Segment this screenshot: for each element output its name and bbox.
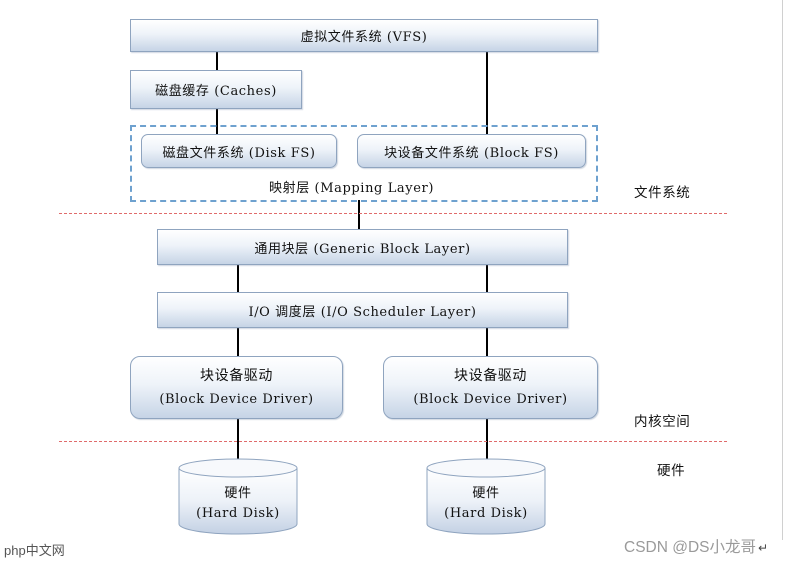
hard-disk-left-line2: (Hard Disk) bbox=[196, 506, 280, 521]
driver-left-line1: 块设备驱动 bbox=[200, 367, 273, 384]
generic-block-layer-box: 通用块层 (Generic Block Layer) bbox=[157, 229, 568, 265]
layer-label-kernel-space: 内核空间 bbox=[634, 414, 691, 430]
hard-disk-right-shape bbox=[426, 458, 546, 535]
layer-label-hardware: 硬件 bbox=[657, 463, 686, 479]
disk-fs-box: 磁盘文件系统 (Disk FS) bbox=[141, 134, 337, 168]
connector-io-driver-right bbox=[486, 327, 488, 357]
hard-disk-left-shape bbox=[178, 458, 298, 535]
vfs-box: 虚拟文件系统 (VFS) bbox=[130, 19, 598, 52]
return-mark: ↵ bbox=[758, 541, 769, 555]
csdn-watermark-text: CSDN @DS小龙哥 bbox=[624, 539, 756, 556]
hard-disk-left-line1: 硬件 bbox=[224, 486, 252, 501]
generic-block-layer-label: 通用块层 (Generic Block Layer) bbox=[254, 241, 471, 257]
connector-driver-disk-right bbox=[486, 418, 488, 461]
hard-disk-right-line1: 硬件 bbox=[472, 486, 500, 501]
block-device-driver-left-box: 块设备驱动 (Block Device Driver) bbox=[130, 356, 343, 419]
connector-vfs-caches bbox=[216, 51, 218, 70]
right-edge-line bbox=[782, 0, 783, 540]
driver-right-line1: 块设备驱动 bbox=[454, 367, 527, 384]
driver-left-line2: (Block Device Driver) bbox=[159, 391, 314, 407]
vfs-label: 虚拟文件系统 (VFS) bbox=[300, 30, 428, 45]
connector-vfs-blockfs bbox=[486, 51, 488, 135]
hard-disk-right-line2: (Hard Disk) bbox=[444, 506, 528, 521]
block-device-driver-right-box: 块设备驱动 (Block Device Driver) bbox=[383, 356, 598, 419]
separator-kernel-hardware bbox=[59, 441, 727, 442]
caches-label: 磁盘缓存 (Caches) bbox=[155, 84, 277, 99]
connector-mapping-generic bbox=[358, 200, 360, 230]
separator-fs-kernel bbox=[59, 213, 727, 214]
connector-io-driver-left bbox=[237, 327, 239, 357]
hard-disk-left: 硬件 (Hard Disk) bbox=[178, 458, 298, 536]
mapping-layer-label: 映射层 (Mapping Layer) bbox=[269, 181, 435, 196]
mapping-layer-region bbox=[130, 125, 598, 202]
connector-generic-io-left bbox=[237, 264, 239, 292]
block-fs-label: 块设备文件系统 (Block FS) bbox=[384, 145, 559, 161]
disk-fs-label: 磁盘文件系统 (Disk FS) bbox=[162, 145, 316, 161]
io-scheduler-box: I/O 调度层 (I/O Scheduler Layer) bbox=[157, 292, 568, 328]
block-fs-box: 块设备文件系统 (Block FS) bbox=[357, 134, 586, 168]
hard-disk-right: 硬件 (Hard Disk) bbox=[426, 458, 546, 536]
csdn-watermark: CSDN @DS小龙哥↵ bbox=[624, 535, 768, 557]
io-scheduler-label: I/O 调度层 (I/O Scheduler Layer) bbox=[248, 304, 477, 320]
layer-label-file-system: 文件系统 bbox=[634, 185, 691, 201]
php-watermark-text: php中文网 bbox=[4, 543, 65, 558]
caches-box: 磁盘缓存 (Caches) bbox=[130, 70, 302, 109]
connector-generic-io-right bbox=[486, 264, 488, 292]
connector-driver-disk-left bbox=[237, 418, 239, 461]
connector-caches-diskfs bbox=[216, 108, 218, 135]
driver-right-line2: (Block Device Driver) bbox=[413, 391, 568, 407]
php-watermark-logo: php中文网 bbox=[4, 540, 65, 559]
